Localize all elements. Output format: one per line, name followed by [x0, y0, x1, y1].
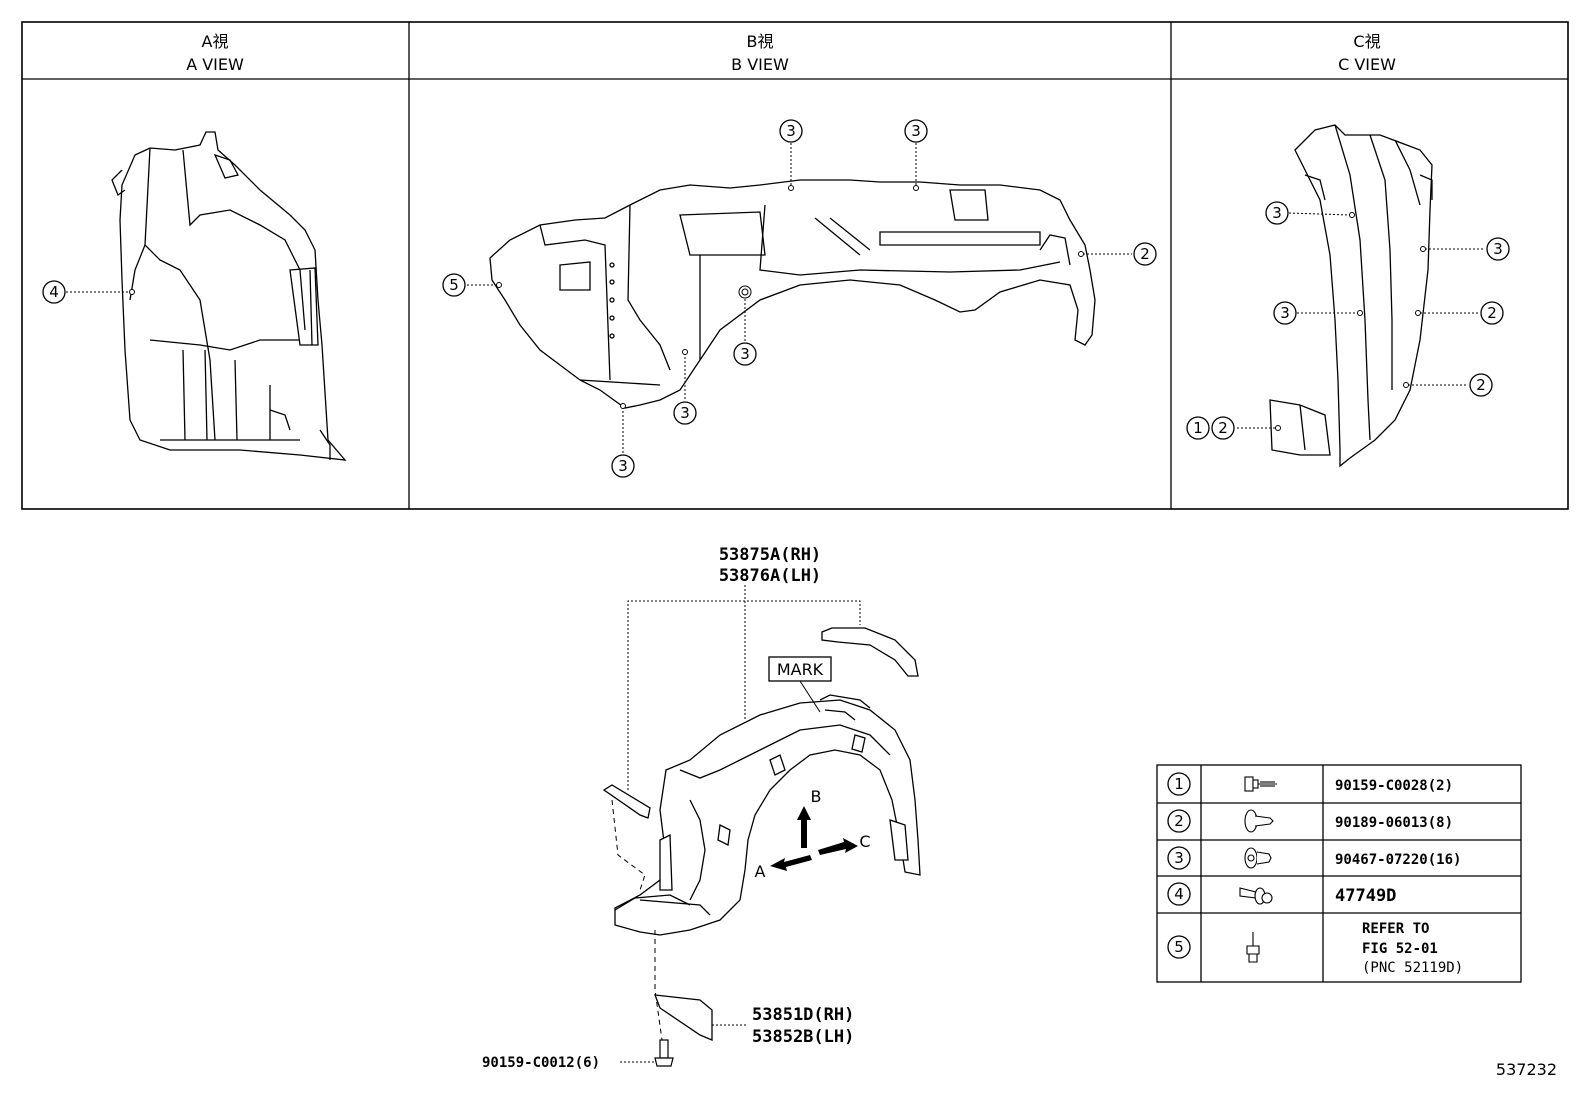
arrow-label-a: A	[755, 862, 766, 881]
view-direction-arrows	[770, 806, 858, 871]
arrow-label-b: B	[811, 787, 822, 806]
legend-num-3: 3	[1174, 849, 1184, 867]
c-view-liner-drawing	[1269, 124, 1433, 468]
callout-3-c-right: 3	[1493, 240, 1503, 258]
bottom-fastener-part: 90159-C0012(6)	[482, 1055, 600, 1071]
upper-bracket-drawing	[602, 784, 651, 819]
legend-part-5-line-2: FIG 52-01	[1362, 941, 1438, 957]
bracket-part-rh: 53851D(RH)	[752, 1005, 854, 1025]
callout-3-b-lower: 3	[680, 404, 690, 422]
drawing-number: 537232	[1496, 1060, 1557, 1079]
callout-3-b-bottom: 3	[618, 457, 628, 475]
fastener-legend-table	[1156, 764, 1522, 983]
callout-3-c-upper: 3	[1272, 204, 1282, 222]
callout-2-b-right: 2	[1140, 245, 1150, 263]
seal-strip-drawing	[821, 627, 919, 677]
legend-num-2: 2	[1174, 812, 1184, 830]
lower-bracket-drawing	[654, 994, 713, 1041]
legend-num-4: 4	[1174, 885, 1184, 903]
main-part-leader	[627, 585, 861, 790]
legend-part-4: 47749D	[1335, 886, 1396, 906]
bolt-flange-icon	[1244, 776, 1277, 792]
mark-label: MARK	[777, 660, 824, 679]
callout-3-b-center: 3	[740, 345, 750, 363]
clip-icon	[1244, 809, 1274, 833]
callout-2-c-right-upper: 2	[1487, 304, 1497, 322]
callout-2-c-right-lower: 2	[1476, 376, 1486, 394]
legend-part-1: 90159-C0028(2)	[1335, 778, 1453, 794]
view-a-en: A VIEW	[186, 55, 244, 74]
legend-part-5-line-1: REFER TO	[1362, 921, 1429, 937]
callout-3-c-middle: 3	[1280, 304, 1290, 322]
main-part-lh: 53876A(LH)	[719, 566, 821, 586]
fender-liner-drawing	[614, 694, 921, 936]
bracket-part-lh: 53852B(LH)	[752, 1027, 854, 1047]
callout-1-c-bottom: 1	[1193, 419, 1203, 437]
bottom-bolt-drawing	[654, 1039, 674, 1067]
callout-4: 4	[49, 283, 59, 301]
push-clip-icon	[1244, 847, 1272, 869]
legend-part-2: 90189-06013(8)	[1335, 815, 1453, 831]
view-c-en: C VIEW	[1338, 55, 1396, 74]
main-part-rh: 53875A(RH)	[719, 545, 821, 565]
callout-3-b-top-right: 3	[911, 122, 921, 140]
screw-grommet-icon	[1239, 887, 1273, 905]
callout-5-b-left: 5	[449, 276, 459, 294]
legend-num-5: 5	[1174, 938, 1184, 956]
view-a-jp: A視	[202, 32, 229, 51]
a-view-liner-drawing	[111, 131, 347, 461]
arrow-label-c: C	[859, 832, 870, 851]
view-b-jp: B視	[747, 32, 774, 51]
view-c-jp: C視	[1353, 32, 1380, 51]
screw-icon	[1246, 932, 1260, 963]
legend-part-3: 90467-07220(16)	[1335, 852, 1461, 868]
legend-part-5-line-3: (PNC 52119D)	[1362, 960, 1463, 976]
b-view-liner-drawing	[489, 179, 1096, 409]
view-b-en: B VIEW	[731, 55, 789, 74]
callout-2-c-bottom: 2	[1218, 419, 1228, 437]
legend-num-1: 1	[1174, 775, 1184, 793]
views-frame	[21, 21, 1569, 510]
callout-3-b-top-left: 3	[786, 122, 796, 140]
